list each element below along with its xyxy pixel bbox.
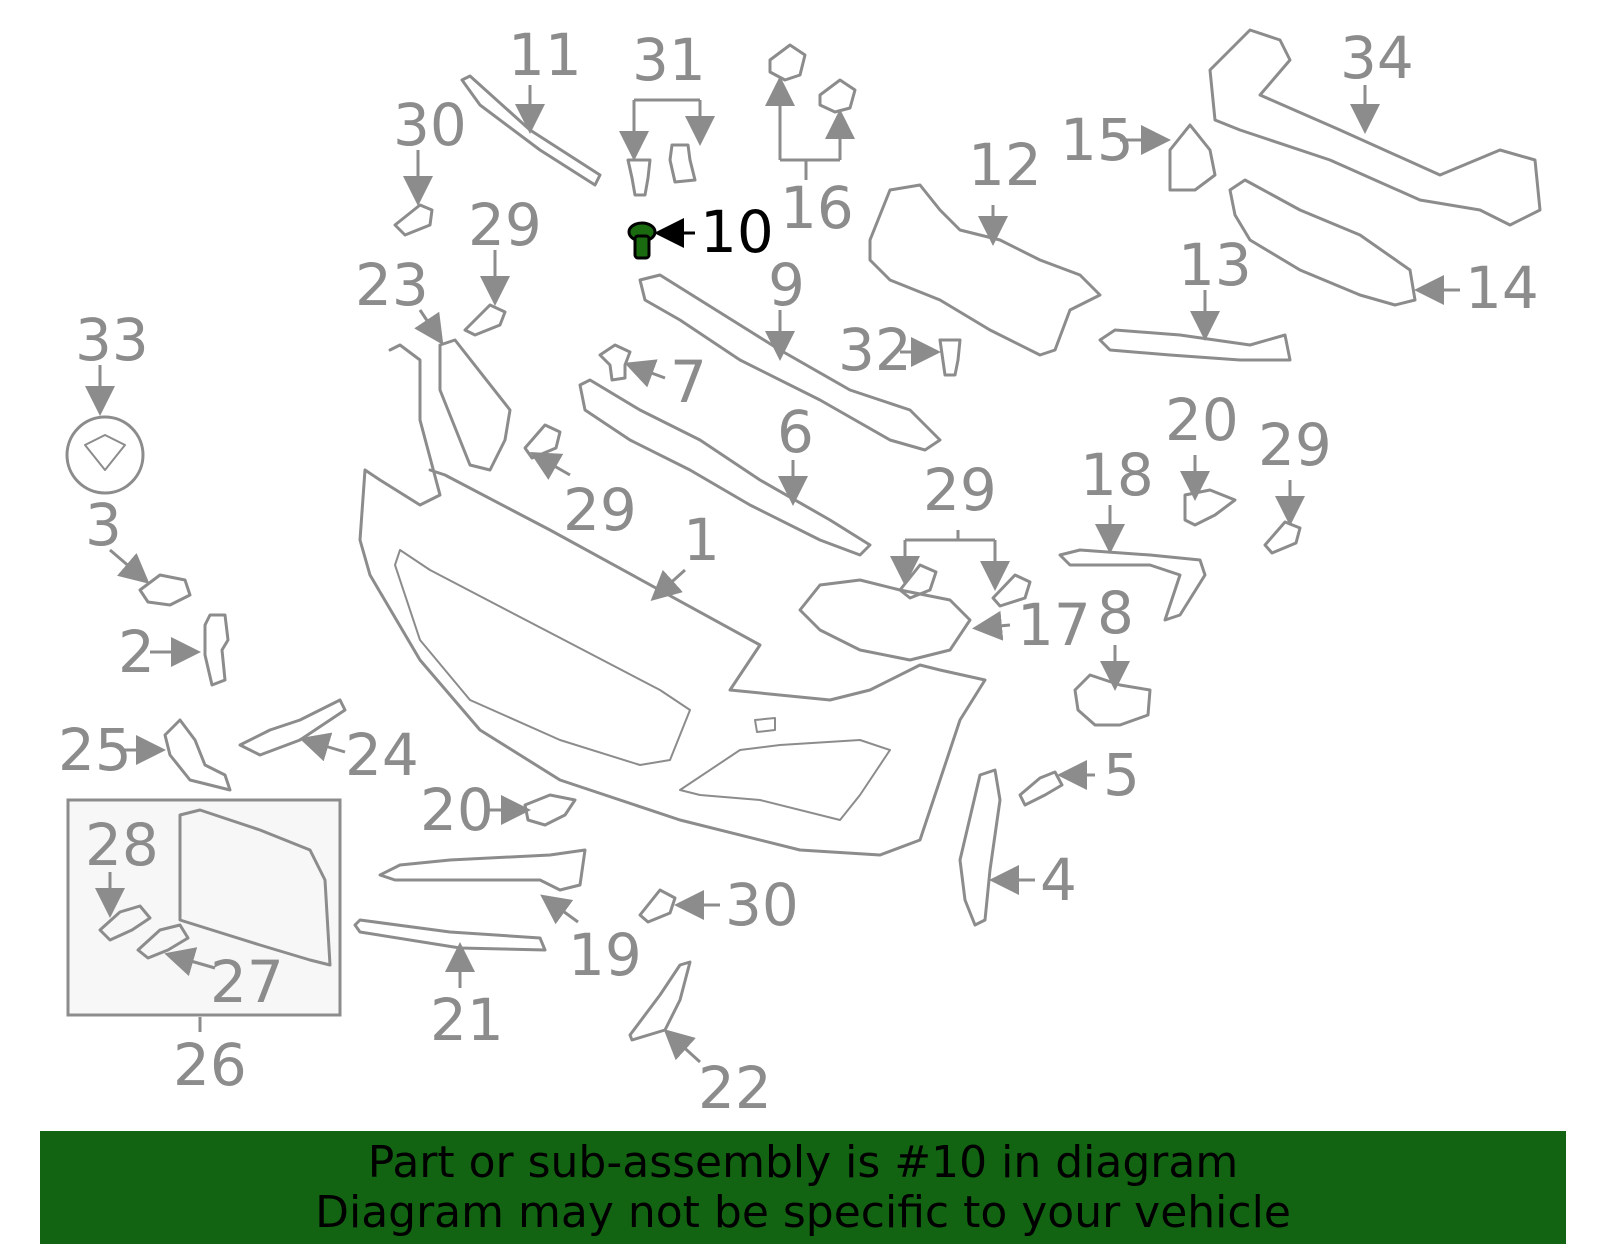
- callout-19: 19: [568, 921, 642, 989]
- absorber-part-14: [1228, 178, 1417, 307]
- clip-part-10-highlighted: [627, 221, 657, 260]
- bracket-part-13: [1098, 328, 1292, 362]
- bolt-part-31: [626, 143, 697, 197]
- callout-29-upper: 29: [468, 191, 542, 259]
- leader-lines: [85, 76, 1460, 1064]
- callout-8: 8: [1097, 579, 1134, 647]
- callout-31: 31: [632, 26, 706, 94]
- callout-30-lower: 30: [725, 871, 799, 939]
- bolt-part-5: [1018, 770, 1064, 807]
- reinforcement-bar-part-34: [1208, 28, 1542, 227]
- callout-11: 11: [508, 21, 582, 89]
- bracket-part-23: [438, 338, 512, 472]
- bolt-part-30-upper: [393, 203, 434, 237]
- callout-2: 2: [118, 618, 155, 686]
- callout-4: 4: [1040, 846, 1077, 914]
- nut-part-3: [138, 573, 192, 607]
- callout-16: 16: [780, 174, 854, 242]
- bracket-part-8: [1073, 673, 1152, 727]
- bracket-part-20-lower: [523, 793, 577, 827]
- callout-22: 22: [698, 1054, 772, 1122]
- callout-18: 18: [1080, 441, 1154, 509]
- bolt-part-29-a: [463, 303, 507, 337]
- clip-part-7: [598, 343, 632, 382]
- bolt-part-29-e: [1263, 520, 1302, 555]
- callout-13: 13: [1178, 231, 1252, 299]
- fog-bezel-part-17: [798, 578, 972, 662]
- support-rail-part-6: [578, 378, 872, 557]
- callout-12: 12: [968, 131, 1042, 199]
- bolt-part-29-d: [991, 573, 1032, 608]
- bracket-part-15: [1168, 123, 1217, 192]
- callout-20-upper: 20: [1165, 386, 1239, 454]
- clip-part-2: [203, 613, 230, 687]
- caption-line-2: Diagram may not be specific to your vehi…: [315, 1186, 1291, 1238]
- molding-part-19: [378, 848, 587, 892]
- parts-diagram: 11 31 30 29 16 10 9 12 15 34 13 14 32 33…: [58, 21, 1542, 1122]
- bracket-part-4: [958, 768, 1002, 927]
- callout-7: 7: [670, 348, 707, 416]
- callout-28: 28: [85, 811, 159, 879]
- callout-15: 15: [1060, 106, 1134, 174]
- callout-6: 6: [777, 398, 814, 466]
- callout-21: 21: [430, 986, 504, 1054]
- callout-20-lower: 20: [420, 776, 494, 844]
- callout-30-upper: 30: [393, 91, 467, 159]
- caption-banner: Part or sub-assembly is #10 in diagram D…: [40, 1131, 1566, 1244]
- bumper-cover-part-1: [358, 343, 987, 857]
- bracket-part-25: [163, 718, 232, 792]
- callout-29-right: 29: [1258, 411, 1332, 479]
- emblem-part-33: [65, 415, 145, 495]
- trim-part-18: [1058, 548, 1207, 622]
- callout-27: 27: [210, 948, 284, 1016]
- callout-33: 33: [75, 306, 149, 374]
- callout-9: 9: [768, 251, 805, 319]
- callout-29-mid: 29: [563, 476, 637, 544]
- callout-34: 34: [1340, 24, 1414, 92]
- callout-25: 25: [58, 716, 132, 784]
- caption-line-1: Part or sub-assembly is #10 in diagram: [367, 1136, 1239, 1188]
- callout-1: 1: [683, 506, 720, 574]
- absorber-rail-part-9: [638, 273, 942, 452]
- callout-32: 32: [838, 316, 912, 384]
- callout-29-pair: 29: [923, 456, 997, 524]
- bolt-part-32: [938, 338, 962, 377]
- callout-5: 5: [1103, 741, 1140, 809]
- molding-part-22: [628, 960, 692, 1042]
- bracket-part-24: [238, 698, 347, 757]
- bolt-part-30-lower: [638, 888, 677, 924]
- grille-bracket-part-12: [868, 183, 1102, 357]
- callout-24: 24: [345, 721, 419, 789]
- callout-10-highlighted: 10: [700, 198, 774, 266]
- callout-26: 26: [173, 1031, 247, 1099]
- clip-part-16: [768, 43, 857, 114]
- molding-strip-part-11: [460, 74, 602, 187]
- bolt-part-27: [136, 923, 190, 960]
- callout-23: 23: [355, 251, 429, 319]
- bracket-part-20-upper: [1183, 488, 1237, 527]
- bolt-part-29-b: [523, 423, 562, 460]
- molding-part-21: [353, 918, 547, 952]
- callout-17: 17: [1017, 591, 1091, 659]
- callout-14: 14: [1465, 254, 1539, 322]
- callout-3: 3: [85, 491, 122, 559]
